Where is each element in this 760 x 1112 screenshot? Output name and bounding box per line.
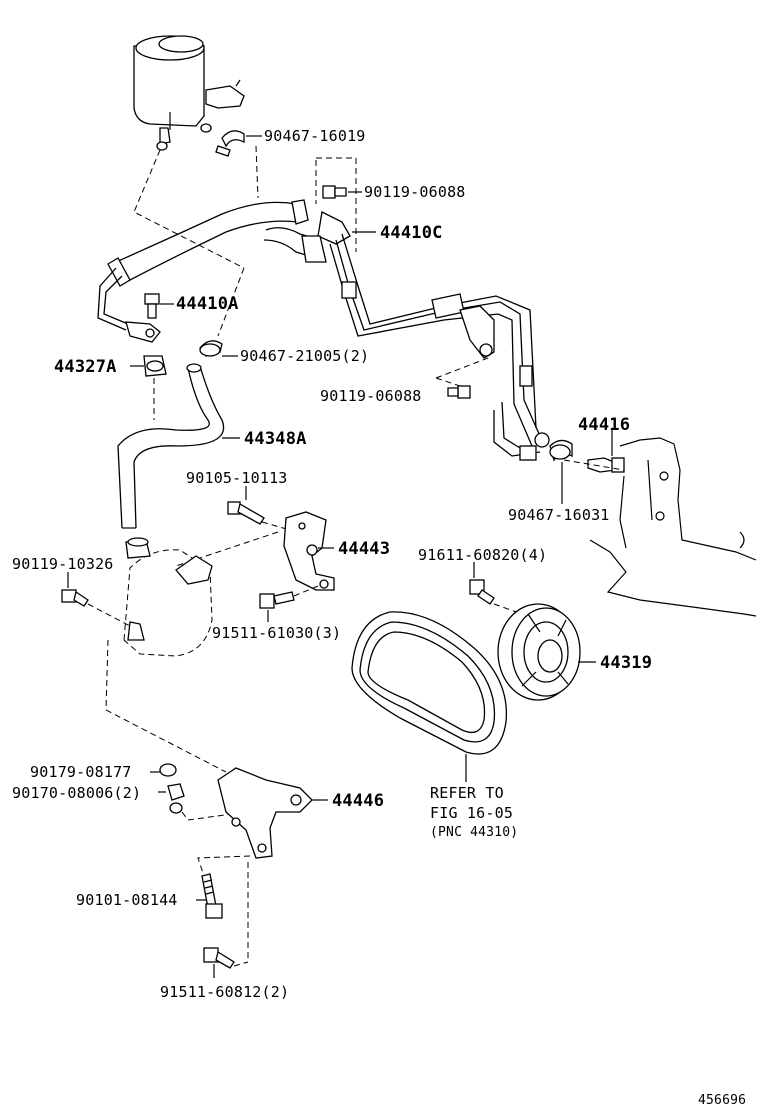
label-44410A: 44410A <box>176 294 239 314</box>
illustration-number: 456696 <box>698 1093 746 1108</box>
bolt-91611-60820 <box>469 579 495 605</box>
label-44416: 44416 <box>578 415 630 435</box>
label-90105-10113: 90105-10113 <box>186 469 288 487</box>
v-ribbed-belt <box>351 611 508 755</box>
bolt-90105-10113 <box>227 501 265 525</box>
label-44319: 44319 <box>600 653 652 673</box>
union-bolt-44410a <box>144 293 160 319</box>
label-90467-16031: 90467-16031 <box>508 506 610 524</box>
label-44348A: 44348A <box>244 429 307 449</box>
hose-clamp-90467-16019 <box>215 130 245 157</box>
label-91511-61030: 91511-61030(3) <box>212 624 341 642</box>
steering-gear-housing <box>589 437 757 617</box>
label-91611-60820: 91611-60820(4) <box>418 546 547 564</box>
label-90170-08006: 90170-08006(2) <box>12 784 141 802</box>
label-44446: 44446 <box>332 791 384 811</box>
bolt-90119-06088-bottom <box>447 385 471 399</box>
label-44443: 44443 <box>338 539 390 559</box>
label-90467-21005: 90467-21005(2) <box>240 347 369 365</box>
bracket-44446 <box>217 767 313 859</box>
bolt-91511-60812 <box>203 947 235 969</box>
bolt-90101-08144 <box>201 873 223 919</box>
hose-clamp-90467-16031 <box>549 439 573 462</box>
vane-pump-outline <box>123 531 279 657</box>
label-44410C: 44410C <box>380 223 443 243</box>
washer-90179-08177 <box>159 763 177 777</box>
refer-to-line3: (PNC 44310) <box>430 825 518 840</box>
bolt-90119-06088-top <box>322 185 347 199</box>
label-91511-60812: 91511-60812(2) <box>160 983 289 1001</box>
pulley-44319 <box>497 603 581 701</box>
refer-to-line1: REFER TO <box>430 784 504 802</box>
label-90179-08177: 90179-08177 <box>30 763 132 781</box>
pressure-tube-44410c <box>263 211 550 461</box>
label-90119-10326: 90119-10326 <box>12 555 114 573</box>
union-44416 <box>587 457 625 473</box>
return-hose <box>97 199 309 343</box>
label-90119-06088-top: 90119-06088 <box>364 183 466 201</box>
suction-hose-44348a <box>117 363 225 529</box>
label-90101-08144: 90101-08144 <box>76 891 178 909</box>
label-44327A: 44327A <box>54 357 117 377</box>
fitting-44327a <box>143 355 167 377</box>
label-90119-06088-bottom: 90119-06088 <box>320 387 422 405</box>
label-90467-16019: 90467-16019 <box>264 127 366 145</box>
bolt-91511-61030 <box>259 591 295 609</box>
bolt-90119-10326 <box>61 589 89 607</box>
nut-90170-08006 <box>167 783 185 814</box>
reservoir-tank <box>133 35 245 151</box>
refer-to-line2: FIG 16-05 <box>430 804 513 822</box>
bracket-44443 <box>283 511 335 591</box>
hose-clamp-90467-21005 <box>199 340 223 358</box>
